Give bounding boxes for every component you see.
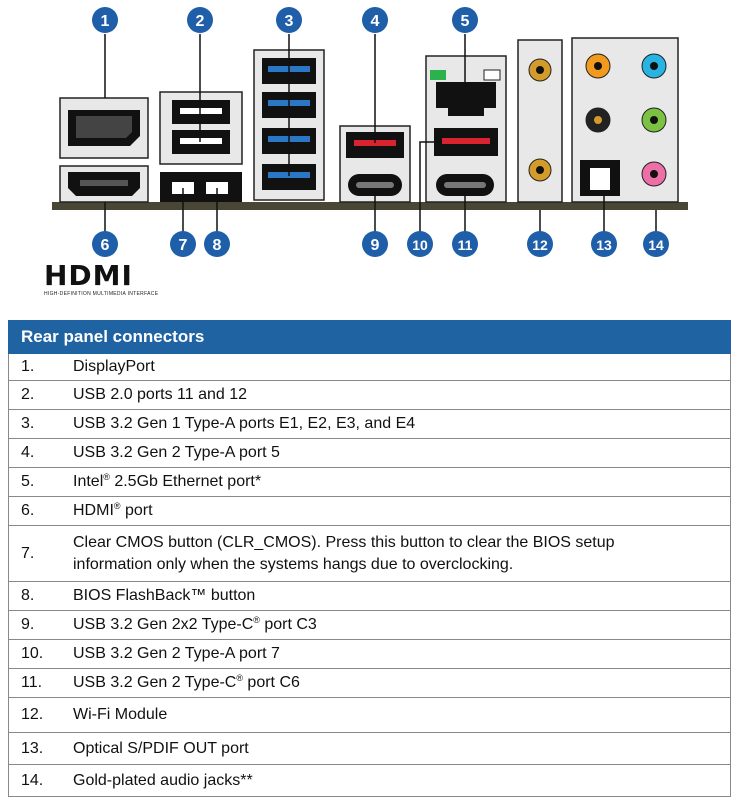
table-row: 14. Gold-plated audio jacks** — [8, 764, 731, 797]
table-title: Rear panel connectors — [8, 320, 731, 354]
row-number: 13. — [8, 732, 63, 765]
rear-panel-connectors-table: Rear panel connectors 1. DisplayPort 2. … — [8, 320, 731, 797]
svg-text:14: 14 — [648, 237, 664, 253]
callout-6: 6 — [92, 231, 118, 257]
hdmi-logo-tagline: HIGH-DEFINITION MULTIMEDIA INTERFACE — [44, 291, 159, 297]
svg-text:4: 4 — [371, 13, 380, 30]
table-row: 7. Clear CMOS button (CLR_CMOS). Press t… — [8, 525, 731, 582]
leader-lines — [104, 34, 657, 232]
svg-text:1: 1 — [101, 13, 110, 30]
row-description: Wi-Fi Module — [63, 697, 731, 733]
svg-text:8: 8 — [213, 237, 222, 254]
row-description: USB 3.2 Gen 2 Type-A port 7 — [63, 639, 731, 669]
hdmi-logo-word: HDMI — [44, 259, 133, 292]
table-header-row: Rear panel connectors — [8, 320, 731, 354]
row-number: 3. — [8, 409, 63, 439]
callout-3: 3 — [276, 7, 302, 33]
row-description: DisplayPort — [63, 353, 731, 381]
table-row: 11. USB 3.2 Gen 2 Type-C® port C6 — [8, 668, 731, 698]
table-row: 3. USB 3.2 Gen 1 Type-A ports E1, E2, E3… — [8, 409, 731, 439]
table-row: 8. BIOS FlashBack™ button — [8, 581, 731, 611]
table-row: 10. USB 3.2 Gen 2 Type-A port 7 — [8, 639, 731, 669]
table-row: 13. Optical S/PDIF OUT port — [8, 732, 731, 765]
svg-text:5: 5 — [461, 13, 470, 30]
table-row: 9. USB 3.2 Gen 2x2 Type-C® port C3 — [8, 610, 731, 640]
svg-text:12: 12 — [532, 237, 548, 253]
svg-text:10: 10 — [412, 237, 428, 253]
row-number: 12. — [8, 697, 63, 733]
row-description: BIOS FlashBack™ button — [63, 581, 731, 611]
row-number: 6. — [8, 496, 63, 526]
svg-text:11: 11 — [458, 237, 473, 253]
svg-text:7: 7 — [179, 237, 188, 254]
table-row: 5. Intel® 2.5Gb Ethernet port* — [8, 467, 731, 497]
row-number: 11. — [8, 668, 63, 698]
svg-text:3: 3 — [285, 13, 294, 30]
callout-10: 10 — [407, 231, 433, 257]
callout-7: 7 — [170, 231, 196, 257]
row-number: 10. — [8, 639, 63, 669]
row-number: 2. — [8, 380, 63, 410]
svg-text:9: 9 — [371, 237, 380, 254]
row-description: USB 2.0 ports 11 and 12 — [63, 380, 731, 410]
table-row: 2. USB 2.0 ports 11 and 12 — [8, 380, 731, 410]
row-description: USB 3.2 Gen 2x2 Type-C® port C3 — [63, 610, 731, 640]
displayport-connector — [59, 97, 149, 159]
callout-11: 11 — [452, 231, 478, 257]
svg-text:13: 13 — [596, 237, 612, 253]
row-number: 7. — [8, 525, 63, 582]
row-number: 5. — [8, 467, 63, 497]
audio-panel — [571, 37, 679, 203]
callout-12: 12 — [527, 231, 553, 257]
usb2-ports — [159, 91, 243, 202]
callout-9: 9 — [362, 231, 388, 257]
hdmi-logo: HDMI HIGH-DEFINITION MULTIMEDIA INTERFAC… — [44, 262, 174, 300]
table-row: 6. HDMI® port — [8, 496, 731, 526]
row-description: USB 3.2 Gen 2 Type-A port 5 — [63, 438, 731, 468]
row-description: USB 3.2 Gen 1 Type-A ports E1, E2, E3, a… — [63, 409, 731, 439]
hdmi-connector — [59, 165, 149, 203]
table-row: 4. USB 3.2 Gen 2 Type-A port 5 — [8, 438, 731, 468]
callout-8: 8 — [204, 231, 230, 257]
svg-text:6: 6 — [101, 237, 110, 254]
rear-panel-diagram: 1 2 3 4 5 6 7 8 9 10 11 12 13 14 — [52, 7, 688, 257]
callout-4: 4 — [362, 7, 388, 33]
row-number: 4. — [8, 438, 63, 468]
row-number: 9. — [8, 610, 63, 640]
board-edge — [52, 202, 688, 210]
row-description: Optical S/PDIF OUT port — [63, 732, 731, 765]
callout-5: 5 — [452, 7, 478, 33]
row-description: Gold-plated audio jacks** — [63, 764, 731, 797]
callout-14: 14 — [643, 231, 669, 257]
table-row: 12. Wi-Fi Module — [8, 697, 731, 733]
callout-13: 13 — [591, 231, 617, 257]
row-description: Intel® 2.5Gb Ethernet port* — [63, 467, 731, 497]
row-description: USB 3.2 Gen 2 Type-C® port C6 — [63, 668, 731, 698]
row-description: Clear CMOS button (CLR_CMOS). Press this… — [63, 525, 731, 582]
row-number: 1. — [8, 353, 63, 381]
row-description: HDMI® port — [63, 496, 731, 526]
lan-usb-stack — [425, 55, 507, 203]
callout-1: 1 — [92, 7, 118, 33]
wifi-antenna-connectors — [517, 39, 563, 203]
row-number: 8. — [8, 581, 63, 611]
svg-text:2: 2 — [196, 13, 205, 30]
callout-2: 2 — [187, 7, 213, 33]
row-number: 14. — [8, 764, 63, 797]
table-row: 1. DisplayPort — [8, 353, 731, 381]
